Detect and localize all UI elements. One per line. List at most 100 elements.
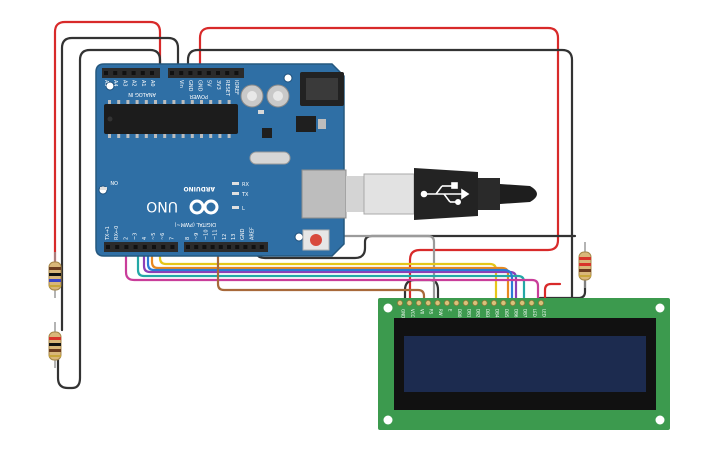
- header-pin[interactable]: [225, 71, 230, 75]
- lcd-pin-label-2: V0: [419, 309, 424, 315]
- header-pin[interactable]: [234, 71, 239, 75]
- analog-pin-label-1: A4: [112, 80, 118, 87]
- header-pin[interactable]: [131, 71, 136, 75]
- header-pin[interactable]: [152, 245, 156, 249]
- wire-magenta[interactable]: [124, 246, 540, 302]
- header-pin[interactable]: [115, 245, 120, 249]
- header-pin[interactable]: [227, 245, 231, 249]
- header-pin[interactable]: [106, 245, 110, 249]
- power-pin-label-6: IOREF: [233, 80, 239, 95]
- lcd-pin-7[interactable]: [462, 299, 469, 306]
- digital-pin-label-9: ~9: [194, 233, 200, 240]
- power-jack[interactable]: [300, 72, 344, 106]
- wire-red-left[interactable]: [53, 20, 162, 264]
- header-pin[interactable]: [124, 245, 129, 249]
- lcd-pin-label-12: DB6: [513, 309, 518, 318]
- header-pin[interactable]: [251, 245, 256, 249]
- lcd-pin-label-10: DB4: [495, 309, 500, 318]
- power-header[interactable]: [168, 68, 244, 78]
- lcd-pin-14[interactable]: [528, 299, 535, 306]
- lcd-pin-13[interactable]: [519, 299, 526, 306]
- digital-header[interactable]: [104, 242, 268, 252]
- digital-pin-label-8: 8: [185, 237, 191, 240]
- wire-red-5v[interactable]: [198, 26, 560, 302]
- mounting-hole: [294, 232, 304, 242]
- header-pin[interactable]: [161, 245, 166, 249]
- wire-blue[interactable]: [146, 246, 514, 302]
- digital-pin-label-13: 13: [231, 234, 237, 240]
- tx-label: TX: [241, 192, 249, 198]
- header-pin[interactable]: [170, 245, 175, 249]
- lcd-mounting-hole: [383, 303, 393, 313]
- lcd-pin-3[interactable]: [425, 299, 432, 306]
- power-pin-label-4: 3V3: [215, 80, 221, 90]
- analog-pin-label-2: A3: [121, 80, 127, 87]
- resistor-left-upper[interactable]: [48, 252, 62, 298]
- header-pin[interactable]: [197, 71, 202, 75]
- header-pin[interactable]: [206, 71, 211, 75]
- analog-header[interactable]: [102, 68, 160, 78]
- header-pin[interactable]: [235, 245, 240, 249]
- lcd-pin-0[interactable]: [396, 299, 403, 306]
- resistor-right[interactable]: [578, 242, 592, 288]
- header-pin[interactable]: [243, 245, 248, 249]
- lcd-pin-6[interactable]: [453, 299, 460, 306]
- wire-red-right-res[interactable]: [543, 282, 562, 302]
- lcd-pin-label-9: DB3: [485, 309, 490, 318]
- lcd-pin-15[interactable]: [538, 299, 545, 306]
- lcd-pin-4[interactable]: [434, 299, 441, 306]
- lcd-mounting-hole: [655, 303, 665, 313]
- on-led: [100, 187, 107, 190]
- header-pin[interactable]: [170, 71, 174, 75]
- digital-pin-label-5: ~5: [151, 233, 157, 240]
- header-pin[interactable]: [202, 245, 207, 249]
- header-pin[interactable]: [133, 245, 138, 249]
- header-pin[interactable]: [186, 245, 190, 249]
- mounting-hole: [283, 73, 293, 83]
- arduino-infinity-logo: [189, 199, 219, 215]
- header-pin[interactable]: [150, 71, 154, 75]
- smd-component: [258, 110, 264, 114]
- usb-cable[interactable]: [363, 168, 537, 220]
- capacitor-1: [240, 84, 264, 108]
- lcd-pin-12[interactable]: [509, 299, 516, 306]
- header-pin[interactable]: [142, 245, 147, 249]
- analog-pin-label-3: A2: [131, 80, 137, 87]
- wire-black-gnd-left[interactable]: [60, 36, 180, 332]
- header-pin[interactable]: [140, 71, 145, 75]
- header-pin[interactable]: [122, 71, 127, 75]
- header-pin[interactable]: [104, 71, 108, 75]
- usb-connector[interactable]: [301, 169, 364, 219]
- digital-pin-label-12: 12: [222, 234, 228, 240]
- lcd-pin-9[interactable]: [481, 299, 488, 306]
- lcd-pin-8[interactable]: [472, 299, 479, 306]
- lcd-pin-header[interactable]: [396, 299, 545, 306]
- lcd-pin-10[interactable]: [490, 299, 497, 306]
- header-pin[interactable]: [194, 245, 199, 249]
- header-pin[interactable]: [218, 245, 223, 249]
- l-led: [232, 206, 239, 209]
- analog-pin-label-4: A1: [140, 80, 146, 87]
- resistor-left-lower[interactable]: [48, 322, 62, 368]
- power-pin-label-5: RESET: [224, 80, 230, 97]
- header-pin[interactable]: [179, 71, 184, 75]
- analog-in-label: ANALOG IN: [128, 91, 156, 97]
- digital-pin-label-7: 7: [169, 237, 175, 240]
- header-pin[interactable]: [216, 71, 220, 75]
- wire-brown[interactable]: [216, 246, 426, 302]
- header-pin[interactable]: [259, 245, 264, 249]
- lcd-pin-1[interactable]: [406, 299, 413, 306]
- power-pin-label-1: GND: [187, 80, 193, 92]
- lcd-pin-5[interactable]: [443, 299, 450, 306]
- lcd-pin-2[interactable]: [415, 299, 422, 306]
- wire-black-bottom-loop[interactable]: [56, 48, 162, 390]
- digital-pin-label-1: RX←0: [114, 226, 120, 240]
- header-pin[interactable]: [210, 245, 215, 249]
- l-label: L: [242, 206, 245, 212]
- lcd-pin-11[interactable]: [500, 299, 507, 306]
- header-pin[interactable]: [188, 71, 193, 75]
- reset-button[interactable]: [302, 229, 330, 251]
- header-pin[interactable]: [113, 71, 118, 75]
